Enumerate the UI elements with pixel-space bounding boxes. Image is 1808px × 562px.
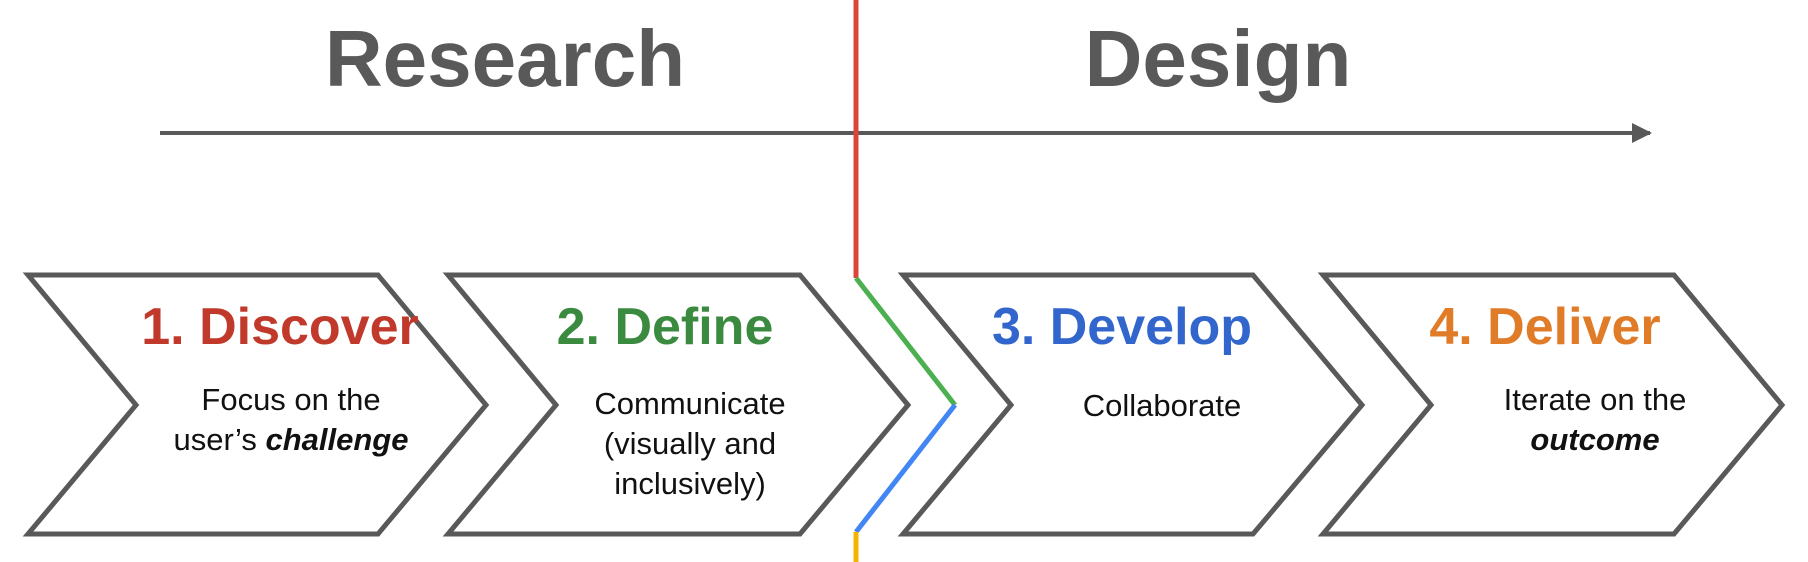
chevron-shape [22, 272, 490, 537]
divider-lower-diagonal [854, 403, 957, 534]
step-title-develop: 3. Develop [992, 298, 1252, 356]
emphasized-text: outcome [1530, 422, 1659, 457]
chevron-discover: 1. Discover Focus on the user’s challenge [22, 272, 490, 537]
step-description-develop: Collaborate [1083, 388, 1242, 423]
step-description-deliver: Iterate on the outcome [1504, 382, 1687, 457]
phase-title-research: Research [325, 14, 685, 103]
chevron-shape [442, 272, 912, 537]
chevron-shape [1317, 272, 1786, 537]
step-description-discover: Focus on the user’s challenge [174, 382, 409, 457]
chevron-deliver: 4. Deliver Iterate on the outcome [1317, 272, 1786, 537]
chevron-define: 2. Define Communicate (visually and inclus… [442, 272, 912, 537]
description-text: user’s [174, 422, 266, 457]
step-title-define: 2. Define [557, 298, 774, 356]
description-text: inclusively) [614, 466, 766, 501]
phase-title-design: Design [1085, 14, 1352, 103]
phase-divider [853, 0, 957, 562]
description-text: Collaborate [1083, 388, 1242, 423]
divider-upper-diagonal [854, 276, 957, 407]
description-text: Focus on the [201, 382, 380, 417]
step-title-discover: 1. Discover [141, 298, 419, 356]
description-text: Communicate [594, 386, 785, 421]
step-title-deliver: 4. Deliver [1429, 298, 1660, 356]
description-text: (visually and [604, 426, 776, 461]
step-description-define: Communicate (visually and inclusively) [594, 386, 785, 501]
chevron-develop: 3. Develop Collaborate [897, 272, 1366, 537]
description-text: Iterate on the [1504, 382, 1687, 417]
chevron-shape [897, 272, 1366, 537]
emphasized-text: challenge [265, 422, 408, 457]
